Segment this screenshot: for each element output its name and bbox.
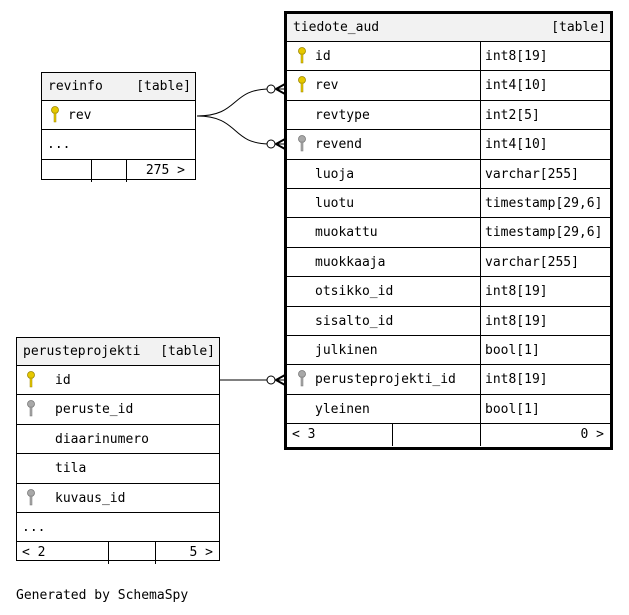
- primary-key-icon: [26, 371, 36, 389]
- column-type: varchar[255]: [485, 166, 579, 182]
- column-name: otsikko_id: [315, 284, 394, 300]
- generated-by-text: Generated by SchemaSpy: [16, 588, 189, 603]
- column-row-luotu[interactable]: luotu timestamp[29,6]: [287, 188, 610, 219]
- column-list: id int8[19] rev int4[10] revtype int2[5] reven…: [287, 42, 610, 425]
- column-row-sisalto-id[interactable]: sisalto_id int8[19]: [287, 306, 610, 336]
- column-row-id[interactable]: id int8[19]: [287, 42, 610, 72]
- zero-marker-revend: [266, 139, 276, 149]
- table-footer: 275 >: [42, 159, 195, 182]
- column-type: timestamp[29,6]: [485, 195, 603, 211]
- foreign-key-icon: [297, 370, 307, 388]
- column-name: tila: [55, 461, 87, 477]
- table-type: [table]: [551, 20, 606, 35]
- column-name: rev: [315, 78, 339, 94]
- column-name: rev: [68, 108, 92, 123]
- column-name: id: [55, 373, 71, 388]
- table-revinfo[interactable]: revinfo [table] rev ... 275 >: [41, 72, 196, 182]
- column-row-revtype[interactable]: revtype int2[5]: [287, 100, 610, 131]
- column-row-diaarinumero[interactable]: diaarinumero: [17, 425, 219, 455]
- children-link[interactable]: 0 >: [580, 427, 604, 443]
- column-name: perusteprojekti_id: [315, 372, 456, 388]
- parents-link[interactable]: < 2: [22, 545, 46, 561]
- foreign-key-icon: [297, 135, 307, 153]
- column-type: int8[19]: [485, 372, 548, 388]
- column-row-revend[interactable]: revend int4[10]: [287, 130, 610, 160]
- primary-key-icon: [297, 47, 307, 65]
- foreign-key-icon: [26, 488, 36, 507]
- zero-marker-rev: [266, 84, 276, 94]
- zero-marker-perusteprojekti: [266, 375, 276, 385]
- column-name: id: [315, 49, 331, 64]
- table-name[interactable]: perusteprojekti: [23, 344, 141, 359]
- column-name: julkinen: [315, 342, 378, 358]
- table-footer: < 2 5 >: [17, 542, 219, 565]
- table-type: [table]: [160, 344, 215, 359]
- more-columns: ...: [17, 513, 219, 543]
- column-row-id[interactable]: id: [17, 366, 219, 396]
- column-row-tila[interactable]: tila: [17, 454, 219, 484]
- column-type: int8[19]: [485, 313, 548, 329]
- table-header: revinfo [table]: [42, 73, 195, 101]
- column-row-muokkaaja[interactable]: muokkaaja varchar[255]: [287, 247, 610, 278]
- table-name[interactable]: tiedote_aud: [293, 20, 380, 35]
- column-row-otsikko-id[interactable]: otsikko_id int8[19]: [287, 277, 610, 307]
- column-type: bool[1]: [485, 342, 540, 358]
- column-name: sisalto_id: [315, 313, 394, 329]
- column-list: id peruste_id diaarinumero tila kuvaus_id: [17, 366, 219, 513]
- table-type: [table]: [136, 79, 191, 94]
- crowfoot-perusteprojekti: [275, 374, 286, 386]
- table-footer: < 3 0 >: [287, 424, 610, 447]
- table-header: perusteprojekti [table]: [17, 338, 219, 366]
- column-type: int2[5]: [485, 107, 540, 123]
- column-name: revtype: [315, 107, 370, 123]
- crowfoot-revend: [275, 138, 286, 150]
- children-link[interactable]: 275 >: [145, 162, 185, 178]
- column-type: int8[19]: [485, 284, 548, 300]
- column-name: muokattu: [315, 225, 378, 241]
- column-row-peruste-id[interactable]: peruste_id: [17, 395, 219, 425]
- foreign-key-icon: [26, 400, 36, 418]
- parents-link[interactable]: < 3: [292, 427, 316, 443]
- column-row-luoja[interactable]: luoja varchar[255]: [287, 159, 610, 189]
- column-row[interactable]: rev: [42, 101, 195, 131]
- column-name: luotu: [315, 195, 355, 211]
- column-type: bool[1]: [485, 401, 540, 417]
- column-name: yleinen: [315, 401, 370, 417]
- column-row-perusteprojekti-id[interactable]: perusteprojekti_id int8[19]: [287, 365, 610, 395]
- primary-key-icon: [50, 106, 60, 124]
- column-type: int8[19]: [485, 49, 548, 64]
- column-name: muokkaaja: [315, 254, 386, 270]
- column-row-rev[interactable]: rev int4[10]: [287, 71, 610, 101]
- column-row-muokattu[interactable]: muokattu timestamp[29,6]: [287, 218, 610, 248]
- more-columns: ...: [42, 130, 195, 160]
- column-name: revend: [315, 137, 362, 153]
- column-name: kuvaus_id: [55, 490, 126, 506]
- column-type: varchar[255]: [485, 254, 579, 270]
- column-type: int4[10]: [485, 137, 548, 153]
- column-row-kuvaus-id[interactable]: kuvaus_id: [17, 484, 219, 513]
- children-link[interactable]: 5 >: [189, 545, 213, 561]
- primary-key-icon: [297, 76, 307, 94]
- column-name: luoja: [315, 166, 355, 182]
- crowfoot-rev: [275, 83, 286, 95]
- table-tiedote-aud[interactable]: tiedote_aud [table] id int8[19] rev int4[10…: [284, 11, 613, 450]
- column-row-yleinen[interactable]: yleinen bool[1]: [287, 394, 610, 425]
- column-name: peruste_id: [55, 402, 134, 418]
- column-type: timestamp[29,6]: [485, 225, 603, 241]
- table-header: tiedote_aud [table]: [287, 14, 610, 42]
- column-type: int4[10]: [485, 78, 548, 94]
- column-name: diaarinumero: [55, 431, 149, 447]
- table-name[interactable]: revinfo: [48, 79, 103, 94]
- column-row-julkinen[interactable]: julkinen bool[1]: [287, 335, 610, 366]
